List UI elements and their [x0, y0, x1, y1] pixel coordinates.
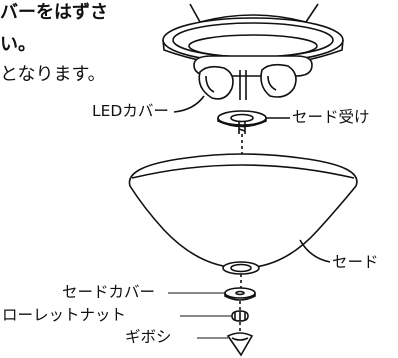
led-cover-left: [198, 65, 234, 100]
label-shade-cover: セードカバー: [62, 283, 156, 301]
ceiling-base-top: [199, 14, 307, 23]
instruction-line-3: となります。: [0, 64, 106, 85]
label-shade-receiver: セード受け: [292, 108, 370, 126]
finial-part: [226, 332, 254, 357]
label-shade: セード: [332, 253, 379, 271]
instruction-line-1: バーをはずさ: [0, 2, 108, 23]
shade-body: [128, 153, 358, 269]
center-shaft: [239, 70, 247, 100]
wire-right: [305, 3, 319, 23]
shade-receiver: [217, 110, 267, 126]
label-led-cover: LEDカバー: [92, 102, 169, 120]
label-finial: ギボシ: [125, 328, 172, 346]
leader-shade: [299, 239, 331, 263]
screw: [238, 122, 246, 134]
wire-left: [189, 3, 201, 23]
shade-cover-part: [224, 287, 256, 299]
led-cover-right: [260, 63, 297, 98]
label-knurled-nut: ローレットナット: [2, 306, 127, 324]
instruction-line-2: い。: [0, 34, 36, 55]
leader-led-cover: [173, 95, 205, 113]
